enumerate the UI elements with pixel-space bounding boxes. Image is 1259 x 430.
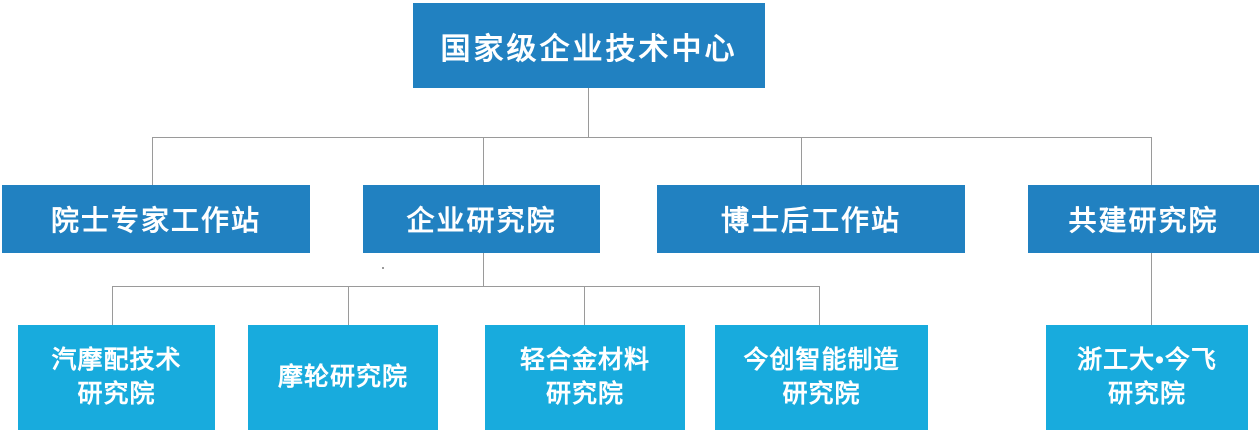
box-academician-workstation: 院士专家工作站 [2,185,310,253]
box-light-alloy-institute: 轻合金材料 研究院 [485,325,685,430]
box-jinchuang-smart-mfg-institute: 今创智能制造 研究院 [715,325,928,430]
connector-smart-mfg-drop [819,286,820,325]
connector-joint-to-zjut [1151,253,1152,325]
box-jinchuang-smart-mfg-institute-line1: 今创智能制造 [743,345,900,374]
box-light-alloy-institute-line1: 轻合金材料 [519,345,650,374]
box-postdoc-workstation-label: 博士后工作站 [720,205,901,236]
box-auto-moto-parts-institute: 汽摩配技术 研究院 [18,325,215,430]
connector-tier2-horizontal [112,286,820,287]
box-zjut-jinfei-institute-line2: 研究院 [1107,379,1186,408]
box-joint-institute-label: 共建研究院 [1068,205,1219,236]
stray-dot [382,267,384,269]
connector-auto-parts-drop [112,286,113,325]
box-national-tech-center-label: 国家级企业技术中心 [440,32,738,66]
box-zjut-jinfei-institute: 浙工大•今飞 研究院 [1046,325,1248,430]
connector-root-vertical [588,88,589,137]
connector-light-alloy-drop [584,286,585,325]
box-wheel-institute-line1: 摩轮研究院 [277,362,408,391]
connector-enterprise-vertical [483,253,484,286]
box-national-tech-center: 国家级企业技术中心 [413,3,765,88]
connector-tier1-horizontal [152,137,1152,138]
connector-postdoc-drop [801,137,802,185]
box-auto-moto-parts-institute-line2: 研究院 [77,379,156,408]
connector-enterprise-drop [483,137,484,185]
box-auto-moto-parts-institute-line1: 汽摩配技术 [51,345,182,374]
box-enterprise-institute-label: 企业研究院 [406,205,557,236]
connector-academician-drop [152,137,153,185]
box-academician-workstation-label: 院士专家工作站 [50,205,261,236]
connector-joint-drop [1151,137,1152,185]
box-zjut-jinfei-institute-line1: 浙工大•今飞 [1077,345,1217,374]
box-joint-institute: 共建研究院 [1028,185,1259,253]
box-postdoc-workstation: 博士后工作站 [657,185,965,253]
connector-wheel-drop [348,286,349,325]
box-wheel-institute: 摩轮研究院 [248,325,438,430]
box-light-alloy-institute-line2: 研究院 [545,379,624,408]
box-enterprise-institute: 企业研究院 [363,185,600,253]
box-jinchuang-smart-mfg-institute-line2: 研究院 [782,379,861,408]
